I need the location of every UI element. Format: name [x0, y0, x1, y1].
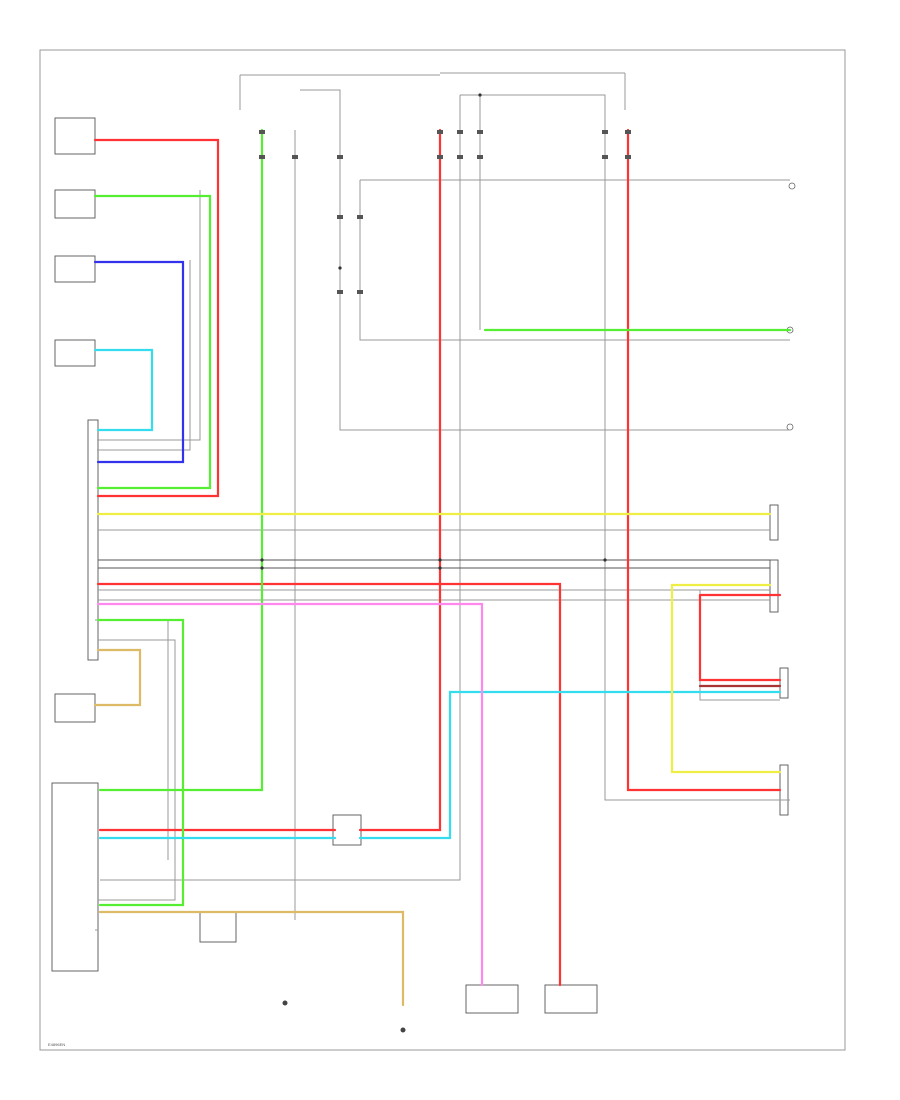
ground-point-2 [400, 1027, 406, 1033]
right-connector-4 [779, 764, 789, 816]
sensor-left-box [465, 984, 519, 1014]
component-box-5 [54, 693, 96, 723]
dark-bus [98, 559, 770, 569]
component-box-4 [54, 339, 96, 367]
ground-point-1 [282, 1000, 288, 1006]
switch-contact-1 [788, 182, 796, 190]
diagram-frame [39, 49, 846, 1051]
component-box-3 [54, 255, 96, 283]
component-box-1 [54, 117, 96, 155]
main-ecu-box [51, 782, 99, 972]
right-connector-3 [779, 667, 789, 699]
junction-connector [332, 814, 362, 846]
component-box-2 [54, 189, 96, 219]
sensor-right-box [544, 984, 598, 1014]
bottom-components [199, 814, 598, 1033]
splice-dots [260, 93, 607, 570]
right-connector-1 [769, 504, 779, 541]
body-ecu-connector [87, 419, 99, 661]
left-components [51, 117, 99, 972]
switch-contact-3 [786, 423, 794, 431]
right-connector-2 [769, 559, 779, 613]
frame-code: E4896EN [48, 1042, 65, 1047]
thin-wires [95, 72, 790, 931]
right-components [769, 182, 796, 816]
switch-box-bottom [199, 911, 237, 943]
colored-wires [93, 128, 792, 1007]
connector-ticks [259, 130, 631, 294]
